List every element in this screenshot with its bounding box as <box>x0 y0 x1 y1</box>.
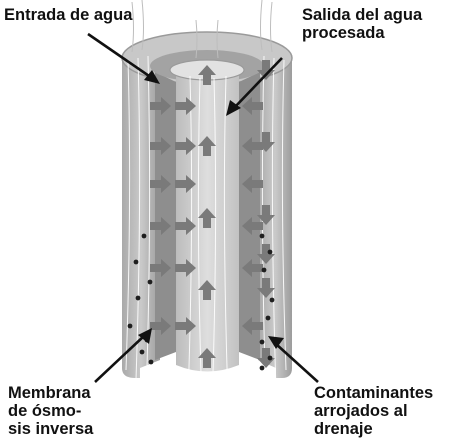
arrow-up-icon <box>198 348 216 368</box>
label-line: procesada <box>302 24 385 42</box>
label-line: Membrana <box>8 384 91 402</box>
label-line: de ósmo- <box>8 402 82 420</box>
arrow-right-icon <box>175 217 196 235</box>
arrow-up-icon <box>198 136 216 156</box>
flow-lines-top <box>131 0 273 59</box>
label-osmosis-membrane: Membrana de ósmo- sis inversa <box>8 384 93 438</box>
contaminant-particle <box>148 359 154 365</box>
label-contaminants-drain: Contaminantes arrojados al drenaje <box>314 384 433 438</box>
label-line: sis inversa <box>8 420 94 438</box>
contaminant-particle <box>139 349 145 355</box>
arrow-left-icon <box>242 317 263 335</box>
arrow-right-icon <box>150 137 171 155</box>
contaminant-particle <box>267 249 273 255</box>
arrow-right-icon <box>150 217 171 235</box>
arrow-left-icon <box>242 175 263 193</box>
contaminant-particle <box>259 365 265 371</box>
arrow-up-icon <box>198 65 216 85</box>
contaminant-particle <box>265 315 271 321</box>
contaminant-particle <box>127 323 133 329</box>
pointer-arrows <box>87 32 319 383</box>
arrow-left-icon <box>242 217 263 235</box>
arrow-right-icon <box>175 137 196 155</box>
arrow-down-icon <box>257 348 275 368</box>
contaminant-particle <box>147 279 153 285</box>
arrow-right-icon <box>150 259 171 277</box>
arrow-right-icon <box>175 317 196 335</box>
flow-arrows <box>150 60 275 368</box>
arrow-down-icon <box>257 205 275 225</box>
label-processed-water-outlet: Salida del agua procesada <box>302 6 422 42</box>
arrow-up-icon <box>198 208 216 228</box>
label-water-inlet: Entrada de agua <box>4 6 133 24</box>
arrow-right-icon <box>150 175 171 193</box>
arrow-right-icon <box>175 97 196 115</box>
arrow-left-icon <box>242 137 263 155</box>
label-line: Salida del agua <box>302 6 423 24</box>
label-line: drenaje <box>314 420 373 438</box>
contaminant-particle <box>141 233 147 239</box>
contaminant-particle <box>133 259 139 265</box>
arrow-right-icon <box>175 259 196 277</box>
arrow-left-icon <box>242 259 263 277</box>
label-line: Contaminantes <box>314 384 434 402</box>
arrow-down-icon <box>257 60 275 80</box>
arrow-right-icon <box>150 317 171 335</box>
contaminant-particle <box>259 339 265 345</box>
contaminant-particle <box>267 355 273 361</box>
arrow-right-icon <box>175 175 196 193</box>
arrow-left-icon <box>242 97 263 115</box>
flow-lines <box>125 55 287 406</box>
contaminant-particle <box>259 233 265 239</box>
contaminant-particle <box>269 297 275 303</box>
label-line: arrojados al <box>314 402 408 420</box>
arrow-down-icon <box>257 278 275 298</box>
contaminant-particle <box>261 267 267 273</box>
arrow-right-icon <box>150 97 171 115</box>
contaminant-particle <box>135 295 141 301</box>
arrow-down-icon <box>257 244 275 264</box>
arrow-up-icon <box>198 280 216 300</box>
arrow-down-icon <box>257 132 275 152</box>
